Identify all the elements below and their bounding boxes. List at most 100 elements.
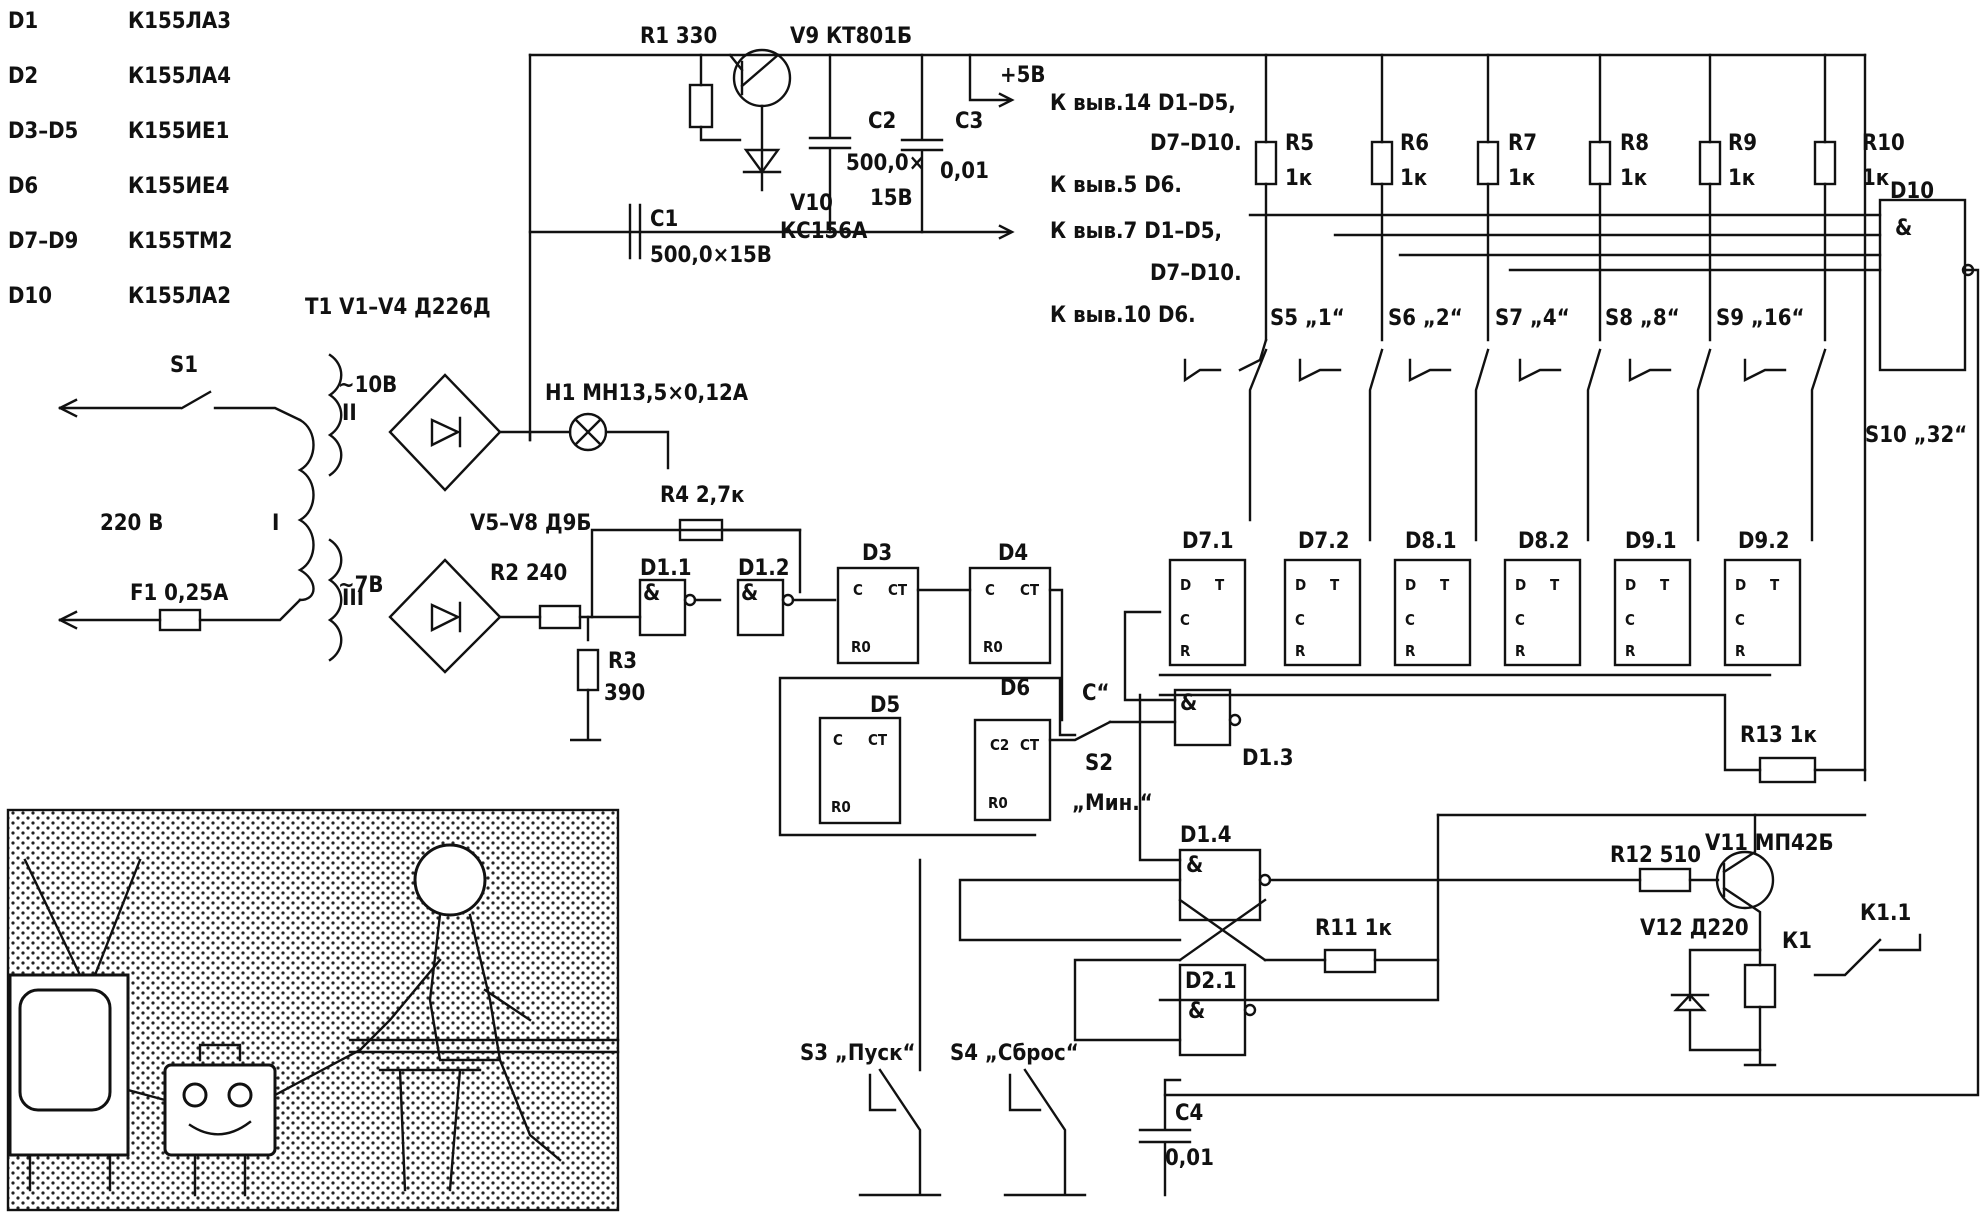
v5-label: V5–V8 Д9Б: [470, 511, 591, 536]
s7-switch[interactable]: [1408, 348, 1490, 542]
r6-label: R6: [1400, 131, 1429, 156]
d4-label: D4: [998, 541, 1028, 566]
s8-label: S8 „8“: [1605, 306, 1680, 331]
r2-label: R2 240: [490, 561, 567, 586]
s5-label: S5 „1“: [1270, 306, 1345, 331]
s9-label: S9 „16“: [1716, 306, 1804, 331]
d3-c: С: [853, 581, 863, 599]
d3-label: D3: [862, 541, 892, 566]
ff2-d: D: [1295, 576, 1306, 594]
parts-ref-6: D10: [8, 284, 52, 309]
d13-symbol: &: [1180, 691, 1197, 716]
r8-value: 1к: [1620, 166, 1648, 191]
mains-label: 220 В: [100, 511, 163, 536]
d12-gate: D1.2 &: [736, 556, 837, 637]
r3-value: 390: [604, 681, 645, 706]
s10-label: S10 „32“: [1865, 423, 1967, 448]
v10-label: V10: [790, 191, 833, 216]
s6-switch[interactable]: [1298, 348, 1384, 542]
k11-label: К1.1: [1860, 901, 1911, 926]
winding-i: I: [272, 511, 279, 536]
ff-label-3: D8.1: [1405, 529, 1457, 554]
r7-value: 1к: [1508, 166, 1536, 191]
c1-label: C1: [650, 207, 678, 232]
ff3-t: T: [1440, 576, 1450, 594]
s8-switch[interactable]: [1518, 348, 1602, 542]
boy-icon: [413, 843, 487, 917]
bridge-bottom: [388, 558, 502, 674]
note-1: К выв.14 D1–D5,: [1050, 91, 1236, 116]
r8-label: R8: [1620, 131, 1649, 156]
s5-switch[interactable]: [1183, 338, 1268, 522]
s4-switch[interactable]: [1003, 1068, 1087, 1197]
r7-resistor: [1476, 140, 1500, 186]
s2-label: S2: [1085, 751, 1113, 776]
c3-label: C3: [955, 109, 983, 134]
ff-label-6: D9.2: [1738, 529, 1790, 554]
k1-label: К1: [1782, 929, 1812, 954]
note-5: D7–D10.: [1150, 261, 1242, 286]
r5-value: 1к: [1285, 166, 1313, 191]
d4-counter: D4 С СТ R0: [968, 541, 1064, 722]
d5-r0: R0: [831, 798, 851, 816]
d3-counter: D3 С СТ R0: [836, 541, 972, 665]
ff1-r: R: [1180, 642, 1191, 660]
d12-label: D1.2: [738, 556, 790, 581]
d6-counter: D6 С2 СТ R0: [973, 676, 1112, 822]
resistor-bank: R5 1к R6 1к R7 1к R8 1к R9 1к R10 1к S5 …: [1183, 53, 1967, 782]
d6-c2: С2: [990, 736, 1009, 754]
ff5-d: D: [1625, 576, 1636, 594]
plus5-label: +5В: [1000, 63, 1045, 88]
r1-resistor: [688, 83, 714, 129]
r13-label: R13 1к: [1740, 723, 1817, 748]
winding-iii: III: [342, 586, 364, 611]
d10-symbol: &: [1895, 216, 1912, 241]
d3-ct: СТ: [888, 581, 908, 599]
parts-type-5: К155ТМ2: [128, 229, 232, 254]
r12-resistor: [1638, 867, 1692, 893]
pin-notes: К выв.14 D1–D5, D7–D10. К выв.5 D6. К вы…: [1050, 91, 1242, 328]
r9-label: R9: [1728, 131, 1757, 156]
d6-label: D6: [1000, 676, 1030, 701]
parts-type-6: К155ЛА2: [128, 284, 231, 309]
r6-resistor: [1370, 140, 1394, 186]
ff1-t: T: [1215, 576, 1225, 594]
s4-label: S4 „Сброс“: [950, 1041, 1079, 1066]
ff2-t: T: [1330, 576, 1340, 594]
d13-label: D1.3: [1242, 746, 1294, 771]
ff5-r: R: [1625, 642, 1636, 660]
c3-value: 0,01: [940, 159, 989, 184]
d4-ct: СТ: [1020, 581, 1040, 599]
s3-switch[interactable]: [858, 1068, 942, 1197]
d5-ct: СТ: [868, 731, 888, 749]
r8-resistor: [1588, 140, 1612, 186]
d21-symbol: &: [1188, 999, 1205, 1024]
ff5-c: С: [1625, 611, 1635, 629]
ff-label-5: D9.1: [1625, 529, 1677, 554]
f1-fuse: [158, 608, 202, 632]
ff6-r: R: [1735, 642, 1746, 660]
d10-gate: D10 &: [1163, 179, 1980, 1097]
parts-ref-4: D6: [8, 174, 38, 199]
note-3: К выв.5 D6.: [1050, 173, 1182, 198]
r3-label: R3: [608, 649, 637, 674]
r11-label: R11 1к: [1315, 916, 1392, 941]
d11-symbol: &: [643, 581, 660, 606]
start-reset-stage: D2.1 & R11 1к C4 0,01 S3 „Пуск“ S4 „Сбро…: [800, 858, 1440, 1197]
ff4-t: T: [1550, 576, 1560, 594]
ff6-t: T: [1770, 576, 1780, 594]
bridge-top: [388, 373, 502, 492]
r5-resistor: [1254, 140, 1278, 186]
parts-ref-3: D3–D5: [8, 119, 78, 144]
h1-label: H1 МН13,5×0,12А: [545, 381, 749, 406]
s10-switch[interactable]: [1743, 348, 1827, 542]
r5-label: R5: [1285, 131, 1314, 156]
r7-label: R7: [1508, 131, 1537, 156]
note-4: К выв.7 D1–D5,: [1050, 219, 1222, 244]
d4-c: С: [985, 581, 995, 599]
d12-symbol: &: [741, 581, 758, 606]
s9-switch[interactable]: [1628, 348, 1712, 542]
s1-label: S1: [170, 353, 198, 378]
ff2-c: С: [1295, 611, 1305, 629]
